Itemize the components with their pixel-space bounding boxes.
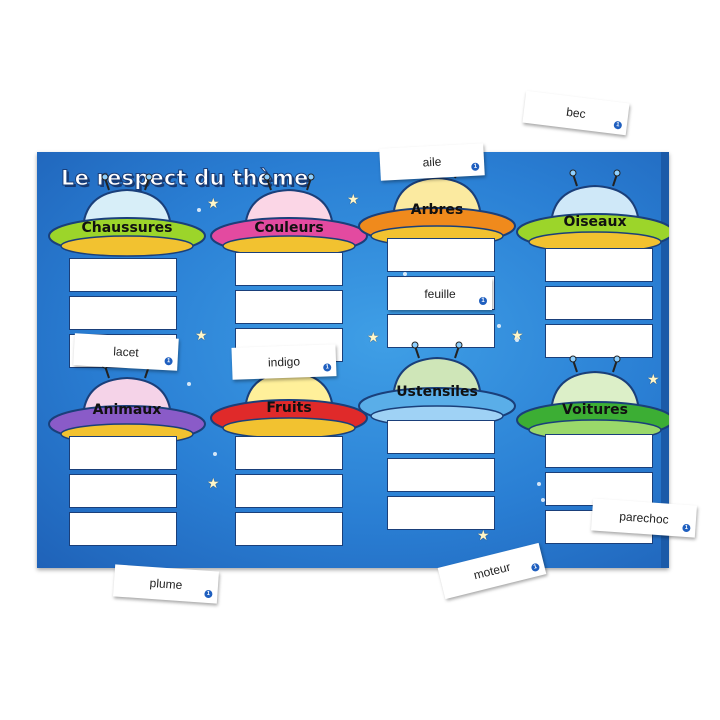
word-card-text: plume: [149, 575, 183, 593]
answer-slot[interactable]: [387, 458, 495, 492]
ufo-couleurs-graphic: [210, 173, 368, 257]
answer-slot[interactable]: [545, 434, 653, 468]
answer-slot[interactable]: [69, 474, 177, 508]
star-icon: ★: [195, 327, 208, 343]
sparkle-dot: [403, 272, 407, 276]
answer-slot[interactable]: [235, 512, 343, 546]
ufo-chaussures: Chaussures: [47, 170, 207, 360]
word-card-text: lacet: [112, 344, 140, 360]
info-badge-icon: 1: [530, 562, 541, 573]
star-icon: ★: [347, 191, 360, 207]
info-badge-icon: 1: [204, 589, 213, 599]
sparkle-dot: [537, 482, 541, 486]
star-icon: ★: [647, 371, 660, 387]
info-badge-icon: 1: [682, 523, 691, 533]
answer-slot[interactable]: [545, 324, 653, 358]
info-badge-icon: 1: [164, 357, 173, 366]
star-icon: ★: [207, 195, 220, 211]
answer-slot[interactable]: [69, 258, 177, 292]
sparkle-dot: [187, 382, 191, 386]
star-icon: ★: [207, 475, 220, 491]
game-board: Le respect du thème ★ ★ ★ ★ ★ ★ ★ ★ ★ Ch…: [37, 152, 669, 568]
ufo-oiseaux: Oiseaux: [515, 166, 669, 356]
sparkle-dot: [197, 208, 201, 212]
answer-slot[interactable]: [235, 474, 343, 508]
word-card-text: aile: [422, 154, 442, 170]
info-badge-icon: 1: [323, 363, 332, 372]
sparkle-dot: [541, 498, 545, 502]
answer-slot[interactable]: [235, 252, 343, 286]
answer-slot[interactable]: [545, 286, 653, 320]
ufo-fruits: Fruits: [209, 342, 369, 532]
star-icon: ★: [367, 329, 380, 345]
category-label-chaussures: Chaussures: [81, 220, 173, 236]
ufo-ustensiles: Ustensiles: [357, 332, 517, 522]
info-badge-icon: 1: [479, 297, 487, 305]
answer-slot[interactable]: [545, 248, 653, 282]
word-card-aile[interactable]: aile 1: [379, 143, 485, 181]
category-label-voitures: Voitures: [562, 402, 628, 418]
answer-slot[interactable]: [387, 238, 495, 272]
category-label-oiseaux: Oiseaux: [563, 214, 627, 230]
info-badge-icon: 1: [613, 120, 623, 130]
sparkle-dot: [515, 338, 519, 342]
answer-slot[interactable]: [387, 314, 495, 348]
ufo-couleurs: Couleurs: [209, 170, 369, 360]
word-card-text: moteur: [472, 559, 512, 583]
word-card-text: parechoc: [618, 509, 670, 527]
word-card-text: feuille: [424, 287, 456, 301]
sparkle-dot: [497, 324, 501, 328]
answer-slot[interactable]: [69, 436, 177, 470]
answer-slot[interactable]: [69, 512, 177, 546]
ufo-fruits-graphic: [210, 355, 368, 439]
answer-slot[interactable]: [235, 290, 343, 324]
sparkle-dot: [213, 452, 217, 456]
answer-slot[interactable]: [387, 496, 495, 530]
category-label-arbres: Arbres: [410, 202, 464, 218]
word-card-feuille[interactable]: feuille 1: [388, 278, 492, 310]
answer-slot[interactable]: [387, 420, 495, 454]
category-label-animaux: Animaux: [92, 402, 162, 418]
answer-slot[interactable]: [69, 296, 177, 330]
word-card-plume[interactable]: plume 1: [113, 564, 219, 604]
category-label-fruits: Fruits: [266, 400, 312, 416]
word-card-indigo[interactable]: indigo 1: [231, 344, 337, 380]
info-badge-icon: 1: [471, 162, 480, 171]
word-card-bec[interactable]: bec 1: [522, 90, 630, 136]
ufo-chaussures-graphic: [48, 173, 206, 257]
answer-slot[interactable]: [235, 436, 343, 470]
board-edge: [661, 152, 669, 568]
word-card-text: indigo: [267, 354, 301, 370]
ufo-ustensiles-graphic: [358, 341, 516, 427]
star-icon: ★: [477, 527, 490, 543]
star-icon: ★: [511, 327, 524, 343]
category-label-ustensiles: Ustensiles: [396, 384, 478, 400]
category-label-couleurs: Couleurs: [254, 220, 324, 236]
word-card-lacet[interactable]: lacet 1: [73, 333, 179, 371]
ufo-oiseaux-graphic: [516, 169, 669, 253]
word-card-text: bec: [565, 104, 587, 122]
